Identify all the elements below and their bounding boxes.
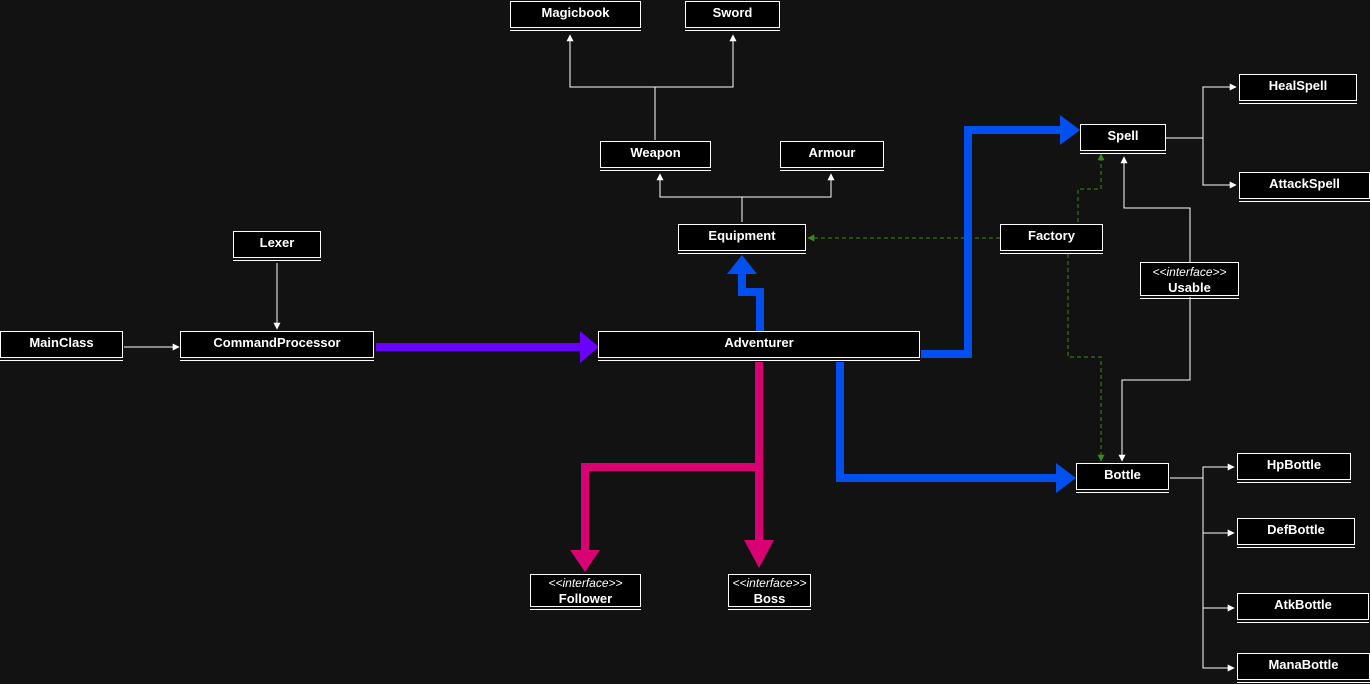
edge-bottle-atkbottle [1202, 533, 1235, 612]
class-equipment[interactable]: Equipment [678, 224, 806, 254]
arrowhead-blue-spell [1060, 115, 1080, 145]
edge-equipment-armour [742, 173, 835, 198]
class-name: Follower [558, 591, 613, 606]
class-name: HealSpell [1268, 78, 1328, 93]
edge-spell-healspell [1166, 83, 1237, 139]
arrowhead-pink-boss [744, 540, 774, 568]
interface-boss[interactable]: <<interface>> Boss [728, 574, 811, 610]
edge-weapon-sword [655, 34, 737, 88]
edge-bottle-defbottle [1202, 467, 1235, 537]
class-name: Lexer [259, 235, 295, 250]
edge-equipment-weapon [656, 173, 743, 222]
class-name: Factory [1028, 228, 1075, 243]
class-atkbottle[interactable]: AtkBottle [1237, 593, 1369, 623]
class-bottle[interactable]: Bottle [1076, 463, 1169, 493]
class-name: Weapon [630, 145, 681, 160]
class-name: Adventurer [724, 335, 794, 350]
edge-usable-spell [1120, 156, 1191, 262]
arrowhead-blue-equipment [727, 255, 757, 274]
edge-spell-attackspell [1202, 138, 1237, 189]
edge-factory-bottle [1067, 254, 1105, 462]
arrowhead-pink-follower [570, 550, 600, 572]
class-name: Usable [1168, 279, 1211, 295]
class-manabottle[interactable]: ManaBottle [1237, 653, 1370, 683]
class-hpbottle[interactable]: HpBottle [1237, 453, 1351, 483]
class-lexer[interactable]: Lexer [233, 231, 321, 261]
class-name: AtkBottle [1274, 597, 1332, 612]
interface-usable[interactable]: <<interface>> Usable [1140, 262, 1239, 299]
class-name: CommandProcessor [213, 335, 341, 350]
class-name: ManaBottle [1268, 657, 1339, 672]
class-name: MainClass [29, 335, 94, 350]
edge-adventurer-bottle [836, 362, 1060, 482]
arrowhead-blue-bottle [1056, 463, 1076, 493]
edge-weapon-magicbook [566, 34, 656, 140]
class-defbottle[interactable]: DefBottle [1237, 518, 1355, 548]
class-weapon[interactable]: Weapon [600, 141, 711, 171]
class-name: Armour [808, 145, 856, 160]
arrowhead-purple [580, 331, 599, 363]
class-mainclass[interactable]: MainClass [0, 331, 123, 361]
class-magicbook[interactable]: Magicbook [510, 1, 641, 31]
class-name: Sword [712, 5, 753, 20]
class-name: HpBottle [1266, 457, 1322, 472]
class-adventurer[interactable]: Adventurer [598, 331, 920, 361]
class-name: Bottle [1104, 467, 1141, 482]
class-name: Spell [1107, 128, 1139, 143]
interface-follower[interactable]: <<interface>> Follower [530, 574, 641, 610]
edge-factory-spell [1077, 153, 1105, 222]
edge-bottle-manabottle [1202, 608, 1235, 672]
class-factory[interactable]: Factory [1000, 224, 1103, 254]
class-sword[interactable]: Sword [685, 1, 780, 31]
edge-usable-bottle [1118, 297, 1191, 462]
edge-bottle-hpbottle [1170, 463, 1235, 479]
class-armour[interactable]: Armour [780, 141, 884, 171]
edge-adventurer-spell [921, 126, 1064, 358]
edge-adventurer-equipment [738, 270, 764, 331]
stereotype-label: <<interface>> [548, 576, 623, 590]
class-attackspell[interactable]: AttackSpell [1239, 172, 1370, 202]
class-name: Boss [753, 591, 786, 606]
class-name: AttackSpell [1269, 176, 1340, 191]
class-healspell[interactable]: HealSpell [1239, 74, 1357, 104]
class-commandprocessor[interactable]: CommandProcessor [180, 331, 374, 361]
class-name: DefBottle [1267, 522, 1325, 537]
class-spell[interactable]: Spell [1080, 124, 1166, 154]
stereotype-label: <<interface>> [732, 576, 807, 590]
class-name: Magicbook [541, 5, 610, 20]
stereotype-label: <<interface>> [1152, 264, 1227, 279]
class-name: Equipment [708, 228, 776, 243]
edge-adventurer-follower [581, 463, 759, 555]
